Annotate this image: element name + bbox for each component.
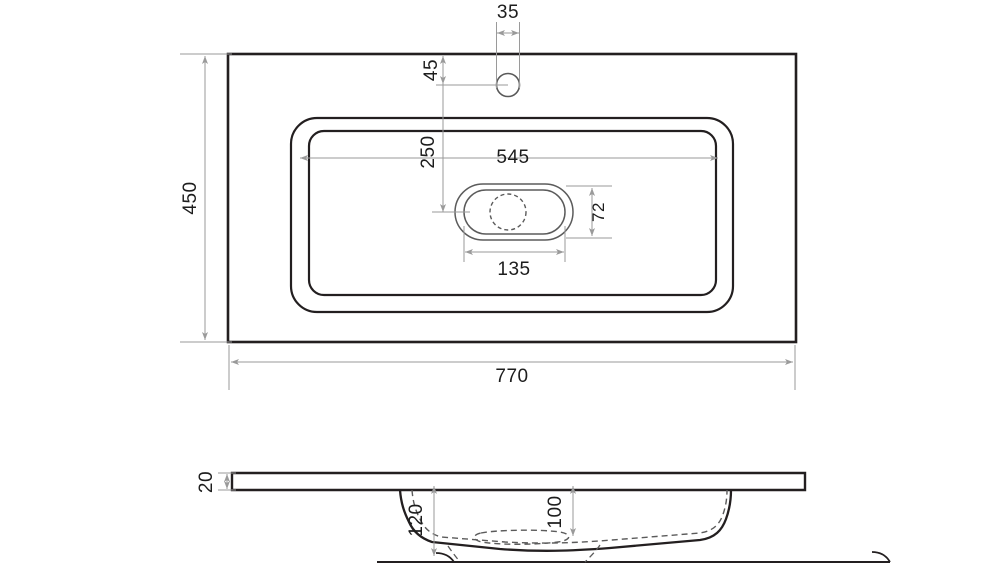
drain-hole-dashed-circle (489, 193, 527, 231)
plan-view-group: 35 45 250 450 545 (180, 2, 798, 390)
pedestal-hidden-left (447, 545, 461, 563)
bowl-hidden-inner-profile (411, 489, 728, 544)
dimension-label-72: 72 (589, 202, 608, 222)
dimension-label-250: 250 (418, 135, 439, 168)
base-right-riser (871, 551, 891, 563)
dimension-72: 72 (566, 185, 612, 239)
dimension-20: 20 (196, 471, 236, 493)
dimension-label-450: 450 (180, 181, 201, 214)
dimension-label-135: 135 (497, 259, 530, 280)
dimension-100: 100 (545, 486, 576, 536)
dimension-label-20: 20 (196, 471, 217, 493)
dimension-35: 35 (496, 2, 520, 88)
dimension-120: 120 (406, 486, 437, 556)
countertop-slab (230, 471, 807, 492)
basin-outer-rectangle (226, 52, 798, 344)
dimension-450: 450 (180, 53, 232, 343)
pedestal-hidden-right (584, 544, 601, 563)
bowl-outer-outline (289, 116, 735, 314)
dimension-770: 770 (228, 345, 796, 390)
dimension-545: 545 (300, 147, 718, 168)
dimension-label-45: 45 (421, 59, 442, 81)
base-left-riser (435, 552, 455, 563)
section-view-group: 20 120 100 (196, 471, 891, 563)
bowl-inner-outline (307, 129, 718, 297)
dimension-135: 135 (463, 226, 566, 280)
drain-hidden-oval-section (473, 529, 570, 545)
dimension-label-100: 100 (545, 495, 566, 528)
dimension-label-770: 770 (495, 366, 528, 387)
bowl-section-profile (398, 489, 733, 552)
dimension-label-545: 545 (496, 147, 529, 168)
dimension-label-35: 35 (497, 2, 519, 23)
dimension-label-120: 120 (406, 503, 427, 536)
